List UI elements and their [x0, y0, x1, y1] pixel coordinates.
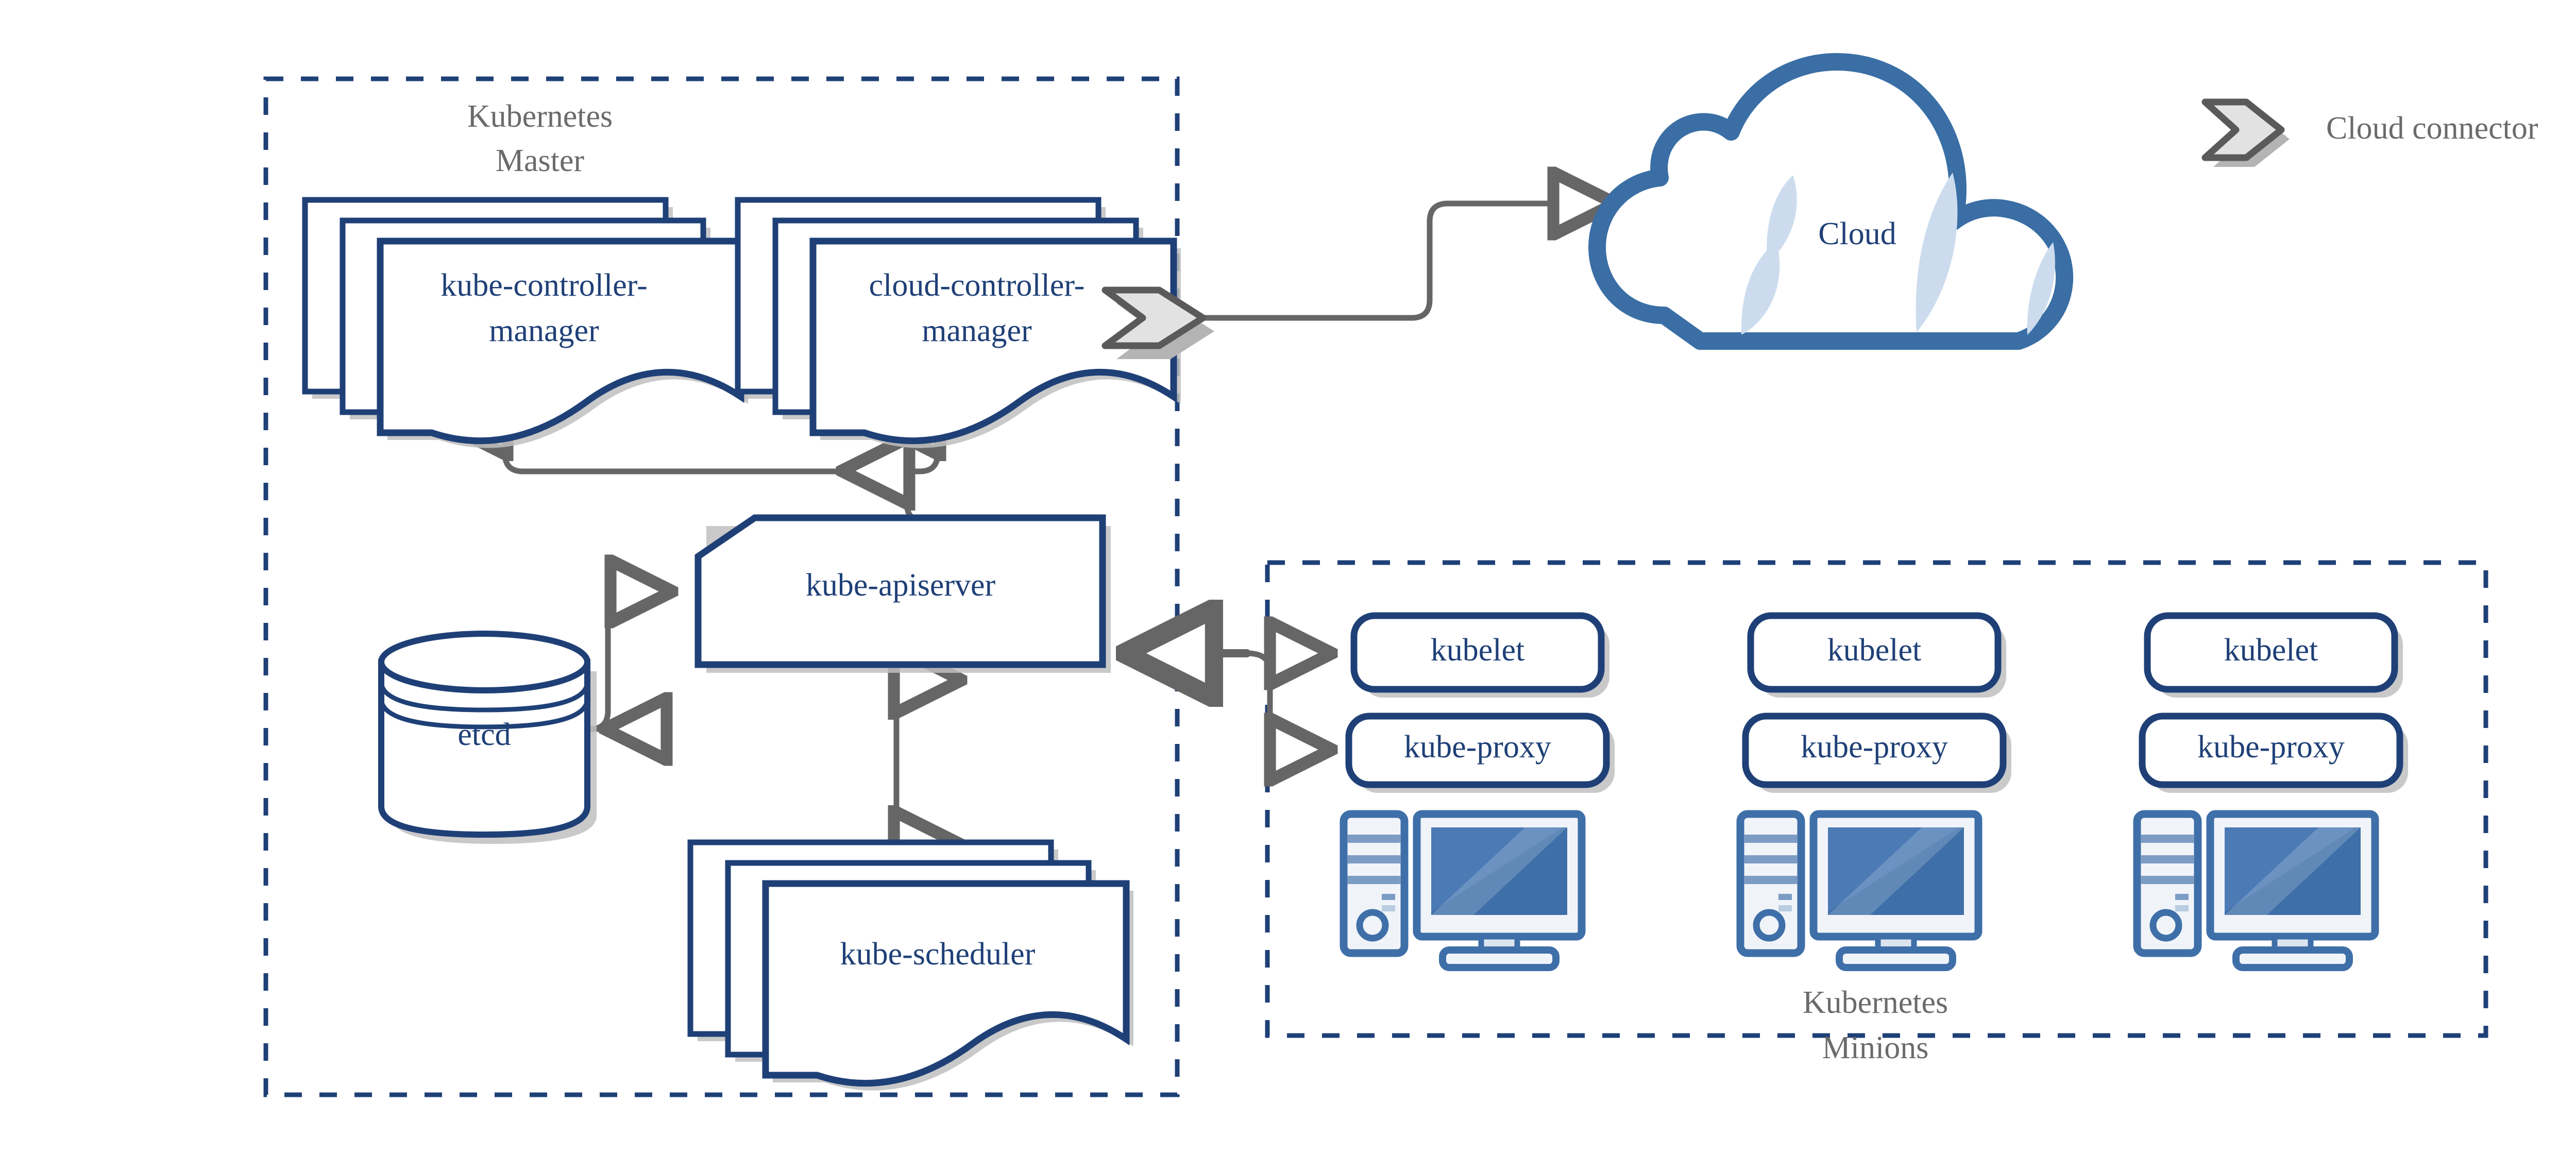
- kube-scheduler-label: kube-scheduler: [840, 937, 1036, 972]
- minion-node-3: kubelet kube-proxy: [2133, 612, 2408, 971]
- tower-band-3: [1347, 876, 1401, 884]
- tower-band-1: [1744, 835, 1798, 843]
- master-dashed-border: [263, 76, 1180, 1097]
- kubelet-box-2[interactable]: [1747, 612, 2002, 693]
- kubelet-label-2: kubelet: [1827, 633, 1922, 668]
- tower-slot-1: [1778, 894, 1792, 900]
- monitor-screen: [1828, 827, 1964, 915]
- etcd-top-ellipse: [378, 631, 590, 693]
- minions-label-line1: Kubernetes: [1803, 985, 1948, 1020]
- branch-to-kubelet: [1270, 653, 1329, 671]
- cloud-shade-3: [1916, 173, 1958, 332]
- tower-power-button: [2149, 909, 2182, 942]
- legend-cloud-connector: Cloud connector: [2201, 98, 2538, 167]
- etcd-body: [378, 659, 590, 838]
- minion-node-2: kubelet kube-proxy: [1736, 612, 2011, 971]
- cloud-connector-chevron: [1101, 286, 1207, 349]
- monitor-highlights: [1431, 827, 2361, 915]
- arrow-to-cloud: [1182, 204, 1613, 321]
- tower-slot-2: [2175, 905, 2189, 911]
- kube-apiserver-label: kube-apiserver: [806, 568, 996, 603]
- kube-proxy-label-2: kube-proxy: [1801, 730, 1948, 765]
- master-label-line2: Master: [496, 143, 585, 178]
- apiserver-box: [694, 514, 1106, 668]
- screen-highlight-2: [1828, 827, 1964, 915]
- kube-controller-manager-label-line2: manager: [489, 313, 599, 348]
- screen-highlight-3: [2225, 827, 2361, 915]
- arrow-branch-left: [502, 450, 879, 474]
- cloud-shade-1: [1767, 175, 1797, 263]
- cloud-shade-4: [2027, 242, 2055, 335]
- monitor-base: [1439, 946, 1560, 971]
- tower-slot-1: [2175, 894, 2189, 900]
- node-kube-controller-manager[interactable]: kube-controller- manager: [302, 197, 748, 448]
- legend-cloud-connector-label: Cloud connector: [2326, 111, 2538, 146]
- tower-slot-2: [1778, 905, 1792, 911]
- cloud-controller-manager-label-line1: cloud-controller-: [869, 268, 1085, 303]
- minions-dashed-border: [1265, 560, 2488, 1038]
- tower-band-2: [2141, 855, 2194, 863]
- node-cloud-controller-manager[interactable]: cloud-controller- manager: [735, 197, 1181, 448]
- tower-band-3: [2141, 876, 2194, 884]
- arrow-branch-right: [904, 450, 941, 474]
- kubernetes-minions-group: Kubernetes Minions: [1265, 560, 2488, 1065]
- computer-icon-1: [1340, 810, 1586, 971]
- kube-proxy-box-3[interactable]: [2139, 713, 2403, 788]
- node-kube-apiserver[interactable]: kube-apiserver: [694, 514, 1111, 673]
- cloud-connector-icon[interactable]: [1101, 286, 1214, 359]
- tower-band-1: [1347, 835, 1401, 843]
- tower-band-2: [1744, 855, 1798, 863]
- monitor-base: [1836, 946, 1956, 971]
- tower-slot-1: [1382, 894, 1395, 900]
- kubelet-box-1[interactable]: [1350, 612, 1605, 693]
- tower-power-button: [1753, 909, 1786, 942]
- kube-proxy-label-3: kube-proxy: [2197, 730, 2345, 765]
- kube-proxy-box-2[interactable]: [1742, 713, 2007, 788]
- legend-cloud-connector-icon: [2201, 98, 2285, 161]
- etcd-label: etcd: [457, 717, 511, 752]
- doc-sheet-1: [809, 238, 1177, 445]
- tower-band-3: [1744, 876, 1798, 884]
- arrow-down-to-apiserver: [907, 471, 923, 523]
- minions-label-line2: Minions: [1822, 1030, 1929, 1065]
- minion-node-1: kubelet kube-proxy: [1340, 612, 1615, 971]
- kube-proxy-label-1: kube-proxy: [1404, 730, 1551, 765]
- node-etcd[interactable]: etcd: [378, 631, 597, 844]
- monitor-screen: [1431, 827, 1567, 915]
- monitor-base: [2232, 946, 2353, 971]
- cloud-outline: [1588, 53, 2074, 350]
- monitor-screen: [2225, 827, 2361, 915]
- doc-sheet-1: [762, 880, 1130, 1087]
- node-cloud[interactable]: Cloud: [1588, 53, 2074, 350]
- computer-icon-3: [2133, 810, 2379, 971]
- node-kube-scheduler[interactable]: kube-scheduler: [687, 839, 1133, 1091]
- computer-icon-2: [1736, 810, 1982, 971]
- kubernetes-master-group: Kubernetes Master: [263, 76, 1180, 1097]
- doc-sheet-1: [377, 238, 744, 445]
- tower-band-2: [1347, 855, 1401, 863]
- tower-slot-2: [1382, 905, 1395, 911]
- branch-to-kube-proxy: [1244, 650, 1329, 750]
- kube-controller-manager-label-line1: kube-controller-: [440, 268, 648, 303]
- cloud-controller-manager-label-line2: manager: [922, 313, 1032, 348]
- kubelet-label-1: kubelet: [1431, 633, 1525, 668]
- kube-proxy-box-1[interactable]: [1345, 713, 1610, 788]
- etcd-ring-1: [379, 681, 590, 713]
- master-label-line1: Kubernetes: [467, 99, 613, 134]
- kubelet-box-3[interactable]: [2144, 612, 2398, 693]
- kubelet-label-3: kubelet: [2224, 633, 2318, 668]
- etcd-ring-2: [379, 698, 590, 730]
- tower-band-1: [2141, 835, 2194, 843]
- screen-highlight-1: [1431, 827, 1567, 915]
- cloud-shade-2: [1741, 241, 1780, 335]
- cloud-label: Cloud: [1818, 216, 1896, 251]
- tower-power-button: [1356, 909, 1389, 942]
